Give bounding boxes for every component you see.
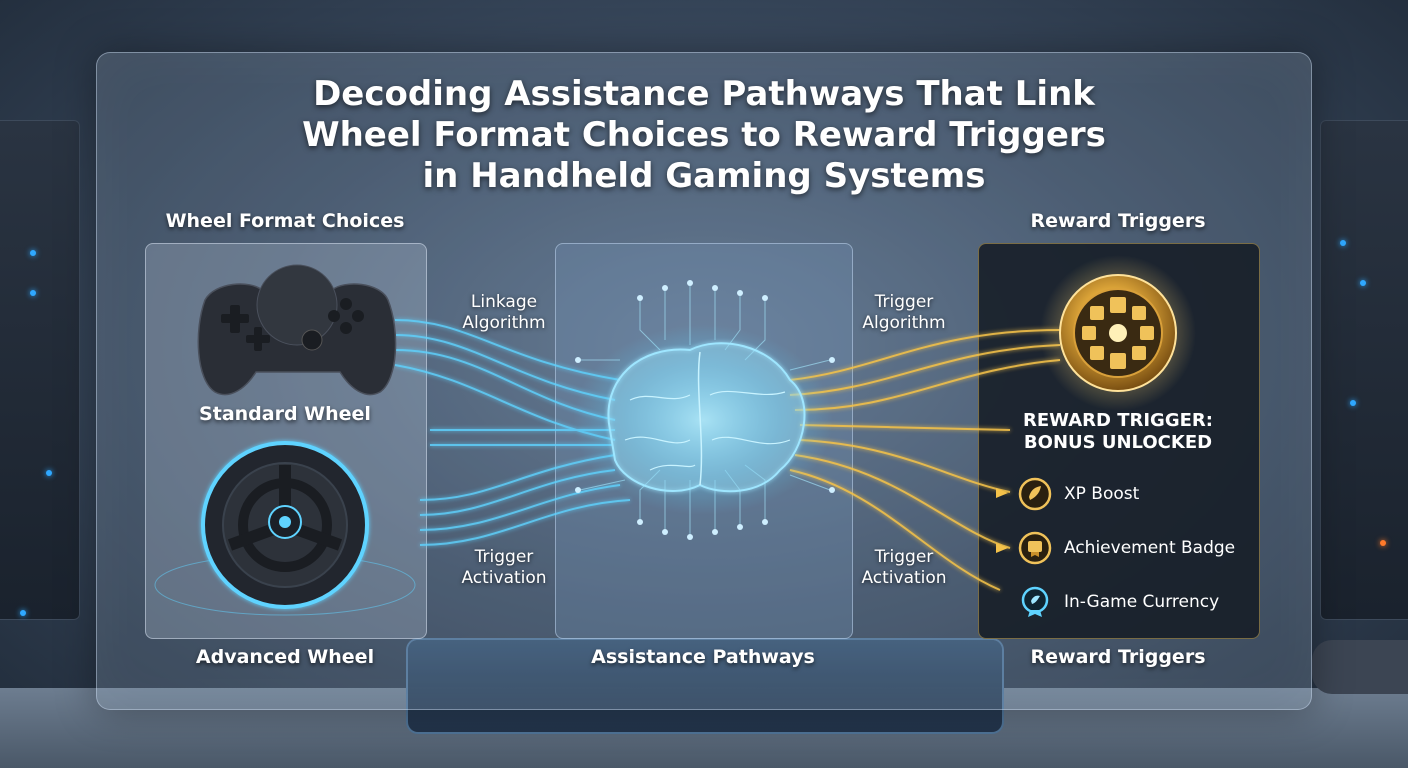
xp-boost-icon (1018, 477, 1052, 511)
background-rack-left (0, 120, 80, 620)
currency-icon (1021, 586, 1049, 617)
reward-item-achievement-badge: Achievement Badge (1018, 530, 1235, 566)
reward-arrows (996, 488, 1008, 553)
reward-coin-graphic (1040, 255, 1196, 411)
background-tablet (408, 640, 1002, 732)
assistance-pathways-label: Assistance Pathways (591, 646, 815, 668)
gold-flow-lines (789, 329, 1061, 591)
reward-item-in-game-currency: In-Game Currency (1018, 584, 1219, 620)
reward-triggers-header: Reward Triggers (1030, 210, 1206, 232)
reward-trigger-title: REWARD TRIGGER:BONUS UNLOCKED (1023, 410, 1213, 453)
advanced-wheel-label: Advanced Wheel (195, 646, 375, 668)
background-rack-right (1320, 120, 1408, 620)
brain-graphic (573, 325, 833, 515)
background-gamepad (1312, 640, 1408, 694)
advanced-wheel-graphic (154, 441, 416, 616)
standard-wheel-label: Standard Wheel (199, 403, 371, 425)
achievement-badge-icon (1018, 531, 1052, 565)
standard-wheel-controller (197, 264, 397, 396)
reward-item-xp-boost: XP Boost (1018, 476, 1139, 512)
page-title: Decoding Assistance Pathways That Link W… (302, 74, 1106, 196)
circuit-nodes (575, 280, 835, 540)
wheel-format-header: Wheel Format Choices (165, 210, 405, 232)
reward-triggers-footer: Reward Triggers (1030, 646, 1206, 668)
